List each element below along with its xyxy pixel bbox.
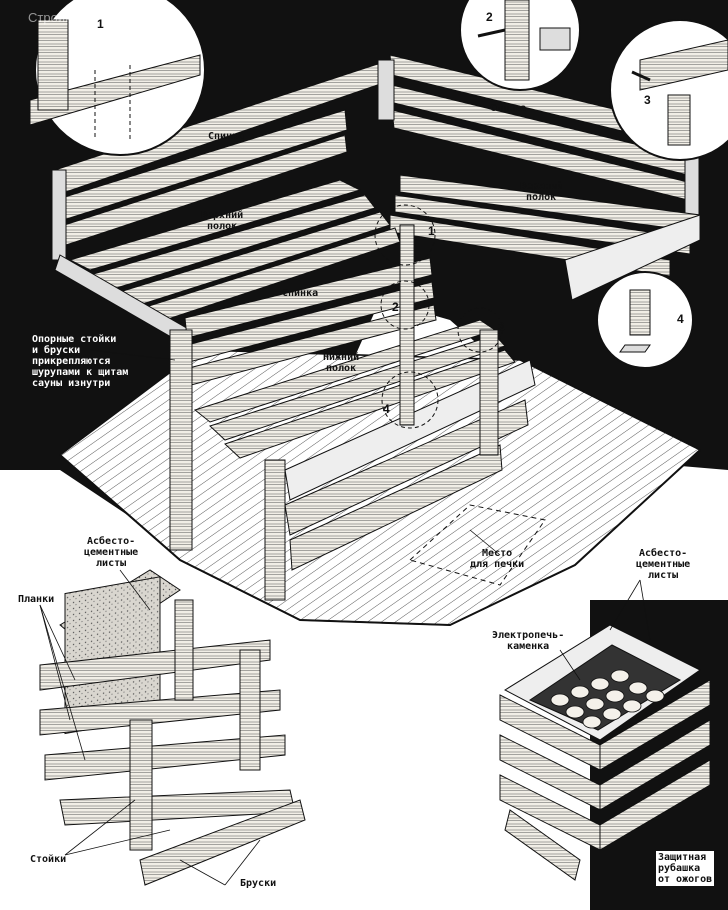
heater-enclosure-assembled [499,624,711,881]
callout-4-detail: 4 [677,312,684,326]
stove-place-outline [408,504,546,586]
callout-1-bench: 1 [428,224,435,238]
label-support-note: Опорные стойки и бруски прикрепляются шу… [32,334,129,389]
label-bars: Бруски [240,878,277,889]
detail-circle-3 [609,19,728,161]
label-posts: Стойки [30,854,67,865]
label-stove-place: Место для печки [470,548,525,570]
callout-1-detail: 1 [97,17,104,31]
left-backrest [51,59,393,261]
floor-front-edge [59,449,701,627]
label-lower-shelf: Нижний полок [323,352,360,374]
leader-lines [39,349,651,886]
heater-enclosure-exploded [39,569,306,886]
left-upper-shelf [54,179,401,346]
right-upper-shelf [389,174,701,301]
label-planks: Планки [18,594,55,605]
label-back-right: Спинка [490,103,527,114]
label-upper-shelf-left: Верхний полок [201,210,244,232]
support-posts [169,224,499,601]
watermark: СтройПростр [28,10,109,25]
detail-circle-2 [459,0,581,91]
callout-3-bench: 3 [498,320,505,334]
label-asbestos-right: Асбесто- цементные листы [636,548,691,581]
lower-shelf [193,319,536,571]
label-back-middle: Спинка [282,288,319,299]
label-heater: Электропечь- каменка [492,630,565,652]
callout-3-detail: 3 [644,93,651,107]
label-back-left: Спинка [208,131,245,142]
label-shield: Защитная рубашка от ожогов [655,850,716,887]
label-asbestos-left: Асбесто- цементные листы [84,536,139,569]
middle-backrest [184,257,437,386]
detail-circle-1 [29,0,206,156]
callout-4-bench: 4 [383,402,390,416]
bench-detail-rings [374,204,503,429]
callout-2-bench: 2 [392,300,399,314]
label-upper-shelf-right: Верхний полок [520,181,563,203]
callout-2-detail: 2 [486,10,493,24]
detail-circle-4 [596,271,694,369]
